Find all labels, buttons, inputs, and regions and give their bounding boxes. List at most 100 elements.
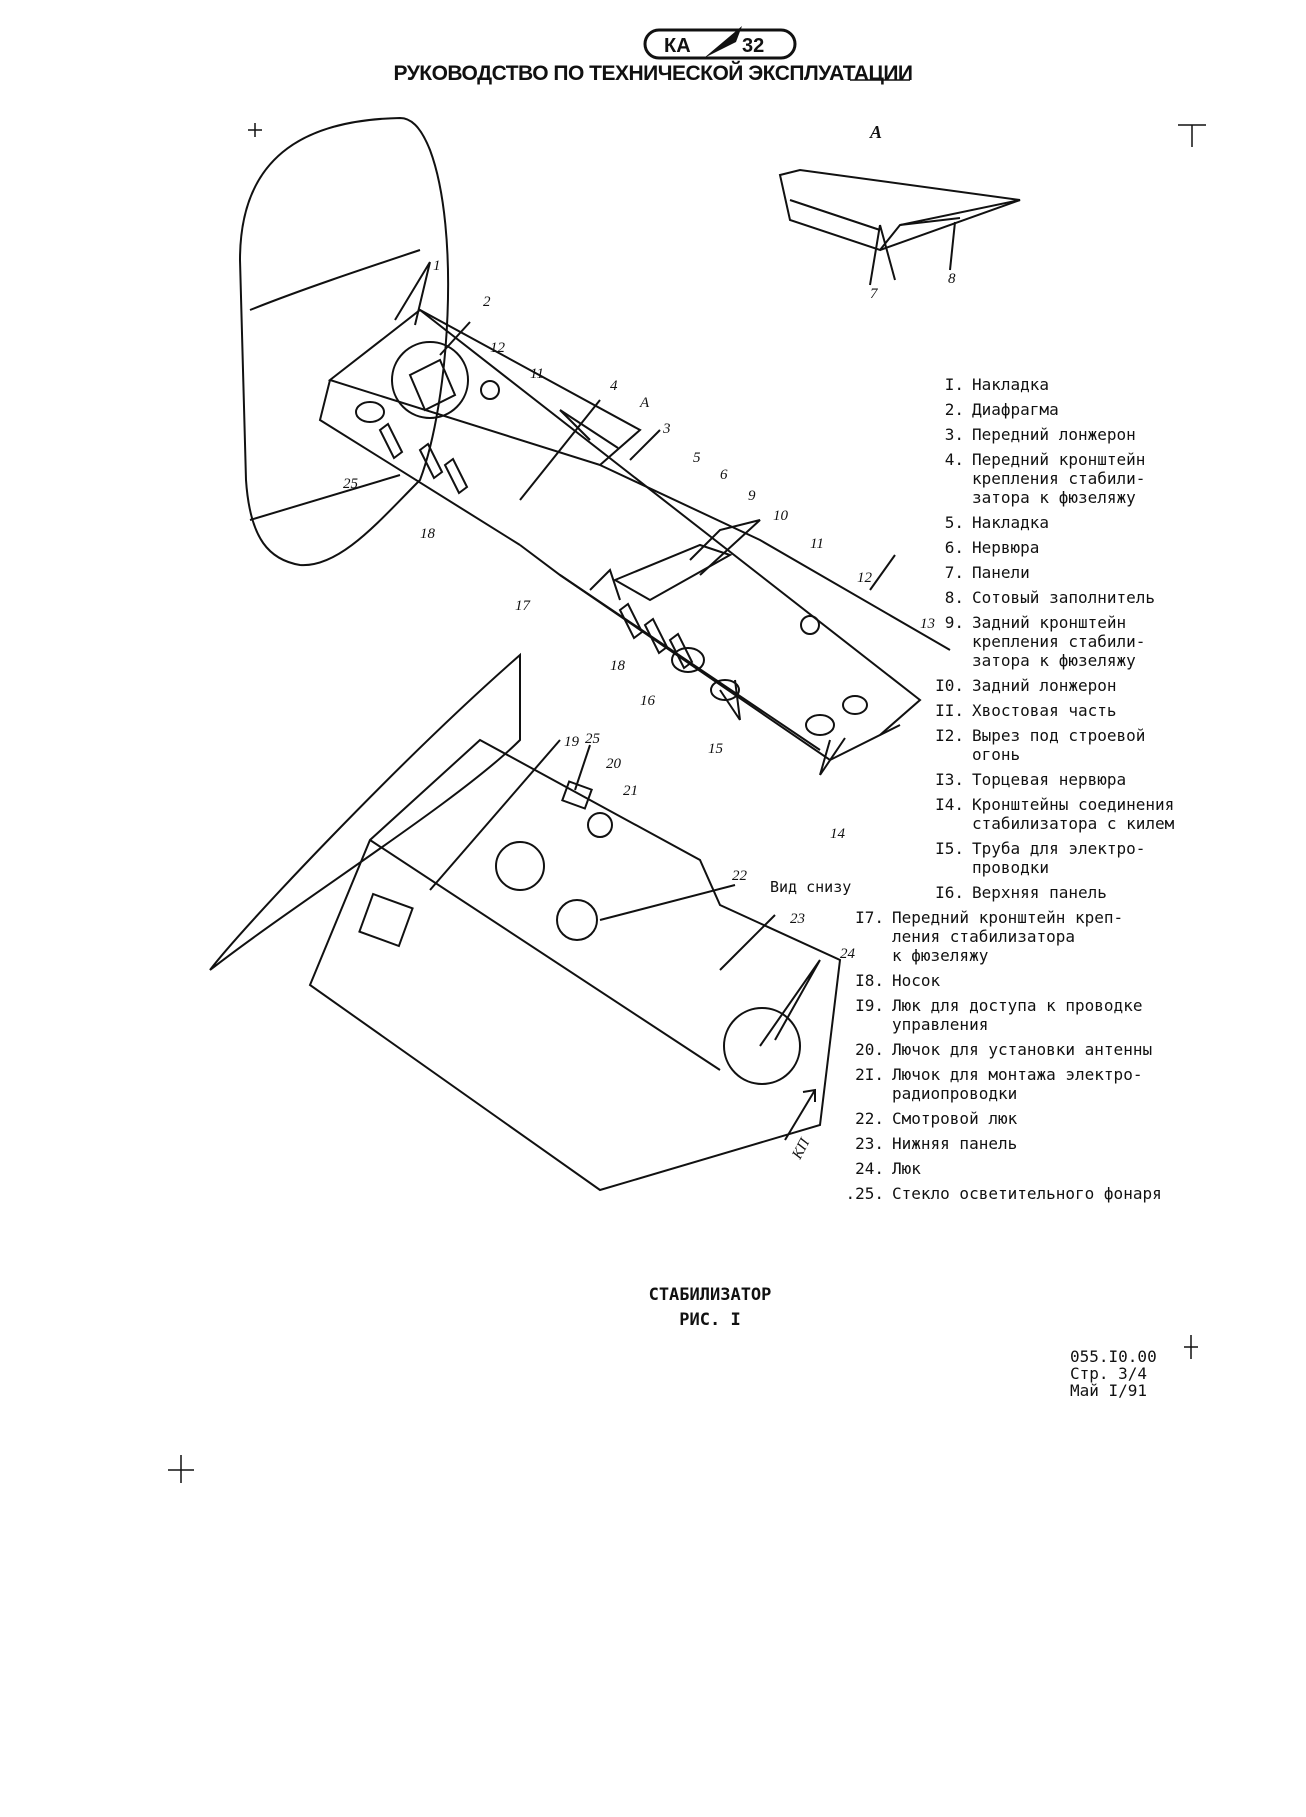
ka32-logo: КА 32 bbox=[643, 26, 797, 60]
callout-13: 13 bbox=[920, 616, 935, 632]
legend-number: I7. bbox=[855, 908, 884, 927]
callout-7: 7 bbox=[870, 286, 879, 302]
legend-text: Передний кронштейн крепления стабили- за… bbox=[972, 450, 1146, 507]
legend-text: Носок bbox=[892, 971, 941, 990]
legend-item: 7. Панели bbox=[870, 563, 1300, 582]
callout-6: 6 bbox=[720, 467, 728, 483]
callout-14: 14 bbox=[830, 826, 846, 842]
callout-12-top: 12 bbox=[490, 340, 506, 356]
legend-text: Стекло осветительного фонаря bbox=[892, 1184, 1162, 1203]
legend-text: Лючок для монтажа электро- радиопроводки bbox=[892, 1065, 1143, 1103]
legend-text: Сотовый заполнитель bbox=[972, 588, 1156, 607]
legend-text: Вырез под строевой огонь bbox=[972, 726, 1146, 764]
callout-5: 5 bbox=[693, 450, 701, 466]
legend-text: Накладка bbox=[972, 513, 1050, 532]
legend-number: I0. bbox=[935, 676, 964, 695]
callout-25: 25 bbox=[585, 731, 601, 747]
legend-item: I3.Торцевая нервюра bbox=[870, 770, 1300, 789]
legend-text: Люк bbox=[892, 1159, 921, 1178]
legend-number: 3. bbox=[944, 425, 964, 444]
legend-item: 9.Задний кронштейн крепления стабили- за… bbox=[870, 613, 1300, 670]
callout-15: 15 bbox=[708, 741, 724, 757]
legend-item: I2. Вырез под строевой огонь bbox=[870, 726, 1300, 764]
legend-number: I5. bbox=[935, 839, 964, 858]
legend-item: 22. Смотровой люк bbox=[830, 1109, 1300, 1128]
legend-number: 6. bbox=[944, 538, 964, 557]
legend-number: I6. bbox=[935, 883, 964, 902]
callout-22: 22 bbox=[732, 868, 748, 884]
bottom-view-label: Вид снизу bbox=[770, 878, 852, 896]
legend-number: I4. bbox=[935, 795, 964, 814]
callout-1: 1 bbox=[433, 258, 441, 274]
svg-text:КА: КА bbox=[664, 35, 691, 57]
legend-item: 2. Диафрагма bbox=[870, 400, 1300, 419]
callout-4: 4 bbox=[610, 378, 618, 394]
legend-text: Передний кронштейн креп- ления стабилиза… bbox=[892, 908, 1124, 965]
legend-item: 20. Лючок для установки антенны bbox=[830, 1040, 1300, 1059]
legend-item: I.Накладка bbox=[870, 375, 1300, 394]
manual-title: РУКОВОДСТВО ПО ТЕХНИЧЕСКОЙ ЭКСПЛУАТАЦИИ bbox=[393, 62, 913, 85]
callout-3: 3 bbox=[662, 421, 671, 437]
legend-item: 2I.Лючок для монтажа электро- радиопрово… bbox=[830, 1065, 1300, 1103]
legend-item: 3. Передний лонжерон bbox=[870, 425, 1300, 444]
legend-number: I. bbox=[944, 375, 964, 394]
callout-11-top: 11 bbox=[530, 366, 544, 382]
callout-9: 9 bbox=[748, 488, 756, 504]
document-code: 055.I0.00 bbox=[1070, 1347, 1157, 1366]
legend-text: Панели bbox=[972, 563, 1030, 582]
legend-item: .25. Стекло осветительного фонаря bbox=[830, 1184, 1300, 1203]
legend-item: I5.Труба для электро- проводки bbox=[870, 839, 1300, 877]
page-number: Стр. 3/4 bbox=[1070, 1364, 1148, 1383]
legend-text: Передний лонжерон bbox=[972, 425, 1136, 444]
callout-11: 11 bbox=[810, 536, 824, 552]
legend-number: 4. bbox=[944, 450, 964, 469]
callout-18: 18 bbox=[610, 658, 626, 674]
legend-number: I2. bbox=[935, 726, 964, 745]
flight-direction-label: КП bbox=[789, 1135, 814, 1163]
callout-10: 10 bbox=[773, 508, 789, 524]
revision-date: Май I/91 bbox=[1070, 1381, 1148, 1400]
callout-2: 2 bbox=[483, 294, 491, 310]
legend-item: 6. Нервюра bbox=[870, 538, 1300, 557]
legend-number: .25. bbox=[845, 1184, 884, 1203]
legend-item: 23. Нижняя панель bbox=[830, 1134, 1300, 1153]
legend-number: 20. bbox=[855, 1040, 884, 1059]
legend-item: I8. Носок bbox=[830, 971, 1300, 990]
callout-23: 23 bbox=[790, 911, 805, 927]
legend-item: 5.Накладка bbox=[870, 513, 1300, 532]
legend-text: Задний кронштейн крепления стабили- зато… bbox=[972, 613, 1146, 670]
legend-text: Диафрагма bbox=[972, 400, 1059, 419]
document-code-block: 055.I0.00 Стр. 3/4 Май I/91 bbox=[1070, 1348, 1157, 1399]
legend-number: II. bbox=[935, 701, 964, 720]
callout-18-top: 18 bbox=[420, 526, 436, 542]
legend-item: I7. Передний кронштейн креп- ления стабил… bbox=[830, 908, 1300, 965]
legend-text: Кронштейны соединения стабилизатора с ки… bbox=[972, 795, 1175, 833]
legend-number: I8. bbox=[855, 971, 884, 990]
legend-text: Верхняя панель bbox=[972, 883, 1107, 902]
legend-number: 23. bbox=[855, 1134, 884, 1153]
legend-number: 24. bbox=[855, 1159, 884, 1178]
callout-17: 17 bbox=[515, 598, 532, 614]
legend-text: Нижняя панель bbox=[892, 1134, 1018, 1153]
svg-text:32: 32 bbox=[742, 35, 764, 57]
legend-text: Нервюра bbox=[972, 538, 1040, 557]
legend-number: I9. bbox=[855, 996, 884, 1015]
figure-caption-title: СТАБИЛИЗАТОР bbox=[648, 1285, 772, 1305]
callout-12: 12 bbox=[857, 570, 873, 586]
legend-item: 8.Сотовый заполнитель bbox=[870, 588, 1300, 607]
callout-16: 16 bbox=[640, 693, 656, 709]
callout-19: 19 bbox=[564, 734, 580, 750]
callout-25-top: 25 bbox=[343, 476, 359, 492]
legend-item: I4. Кронштейны соединения стабилизатора с… bbox=[870, 795, 1300, 833]
legend-text: Задний лонжерон bbox=[972, 676, 1117, 695]
legend-number: 22. bbox=[855, 1109, 884, 1128]
legend-item: II. Хвостовая часть bbox=[870, 701, 1300, 720]
legend-text: Хвостовая часть bbox=[972, 701, 1117, 720]
legend-item: I6. Верхняя панель bbox=[870, 883, 1300, 902]
legend-text: Смотровой люк bbox=[892, 1109, 1018, 1128]
legend-text: Лючок для установки антенны bbox=[892, 1040, 1153, 1059]
legend-number: 2. bbox=[944, 400, 964, 419]
legend-number: 7. bbox=[944, 563, 964, 582]
